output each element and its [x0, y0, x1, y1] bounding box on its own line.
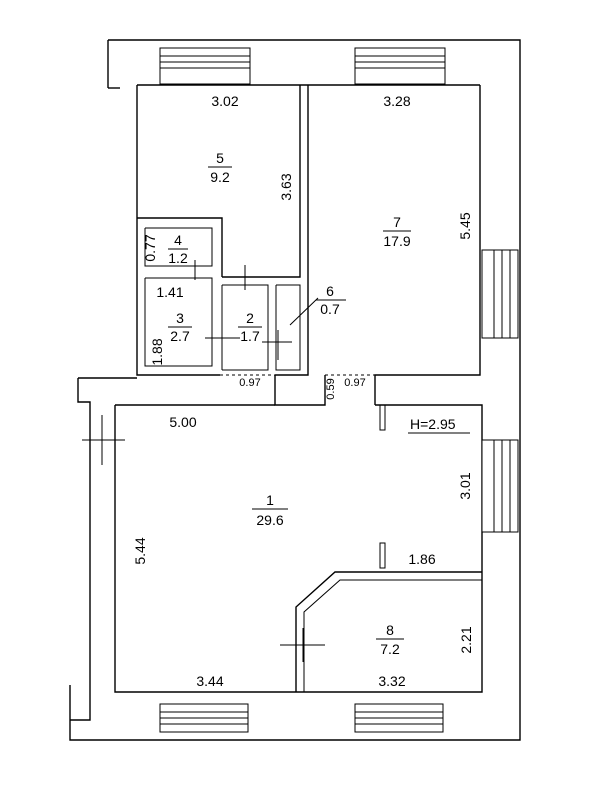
- room-area: 0.7: [320, 301, 340, 317]
- room-area: 17.9: [383, 233, 410, 249]
- room7-right-wall: [374, 85, 481, 405]
- room-area: 9.2: [210, 169, 230, 185]
- dim-room7-width: 3.28: [383, 93, 410, 109]
- room-number: 4: [174, 232, 182, 248]
- dim-passage-depth: 0.59: [325, 378, 337, 399]
- hall-right-top: [114, 404, 483, 693]
- window-top-left: [159, 47, 251, 85]
- dim-room5-width: 3.02: [211, 93, 238, 109]
- room4-inner: [144, 227, 213, 267]
- room5-wall: [136, 85, 220, 376]
- dim-room5-height: 3.63: [278, 173, 294, 200]
- dim-passage-left: 0.97: [239, 377, 260, 389]
- room-number: 5: [216, 150, 224, 166]
- room-number: 7: [393, 214, 401, 230]
- window-right-upper: [481, 249, 519, 339]
- room6-wall: [275, 284, 301, 371]
- room-label-3: 3 2.7: [168, 310, 192, 344]
- door-stub-upper: [379, 404, 386, 431]
- passage-center: [274, 375, 326, 406]
- dim-passage-right: 0.97: [344, 377, 365, 389]
- dim-hall-bottom: 3.44: [196, 673, 223, 689]
- window-bottom-right: [354, 703, 444, 733]
- dim-room8-height: 2.21: [458, 626, 474, 653]
- dim-room3-width: 1.41: [156, 284, 183, 300]
- room-label-6: 6 0.7: [316, 283, 346, 317]
- room-label-2: 2 1.7: [238, 310, 262, 344]
- room-area: 1.7: [240, 328, 260, 344]
- room8-wall-inner: [303, 579, 482, 692]
- dim-hall-left: 5.44: [132, 537, 148, 564]
- room7-left-wall: [275, 85, 309, 376]
- door-stub-lower: [379, 542, 386, 569]
- room-area: 2.7: [170, 328, 190, 344]
- room3-wall: [144, 277, 213, 367]
- dim-room7-height: 5.45: [457, 212, 473, 239]
- room-label-7: 7 17.9: [383, 214, 411, 249]
- window-top-right: [354, 47, 446, 85]
- room-area: 7.2: [380, 641, 400, 657]
- entrance-left: [82, 415, 125, 465]
- dim-room8-bottom: 3.32: [378, 673, 405, 689]
- room8-wall-outer: [295, 571, 482, 692]
- outer-wall-top: [69, 39, 521, 741]
- dim-room4-height: 0.77: [142, 234, 158, 261]
- room-area: 29.6: [256, 512, 283, 528]
- room4-wall: [137, 217, 223, 277]
- room-number: 6: [326, 283, 334, 299]
- ceiling-height: H=2.95: [410, 416, 456, 432]
- room-number: 1: [266, 492, 274, 508]
- room-label-8: 8 7.2: [376, 622, 404, 657]
- room-number: 2: [246, 310, 254, 326]
- room-label-5: 5 9.2: [208, 150, 232, 185]
- dim-hall-right: 3.01: [457, 472, 473, 499]
- dim-room8-top: 1.86: [408, 551, 435, 567]
- room-label-1: 1 29.6: [252, 492, 288, 528]
- room-number: 8: [386, 622, 394, 638]
- door-ticks: [194, 260, 325, 662]
- dim-room3-height: 1.88: [149, 338, 165, 365]
- dim-hall-top: 5.00: [169, 414, 196, 430]
- outer-wall-left-lower: [70, 378, 91, 721]
- room-number: 3: [176, 310, 184, 326]
- window-right-lower: [481, 439, 519, 533]
- room-label-4: 4 1.2: [168, 232, 188, 266]
- room-area: 1.2: [168, 250, 188, 266]
- window-bottom-left: [159, 703, 249, 733]
- room5-right-wall: [222, 85, 301, 278]
